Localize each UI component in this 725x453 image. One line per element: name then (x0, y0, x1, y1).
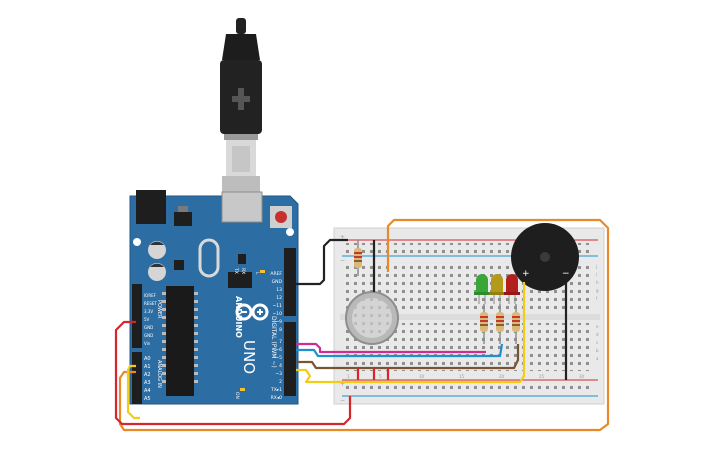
svg-text:j: j (595, 264, 597, 269)
svg-text:AREF: AREF (270, 271, 282, 277)
l-label: L (254, 272, 260, 275)
row-letters: j i h g f e d c b a (595, 264, 599, 361)
svg-text:RESET: RESET (144, 301, 157, 306)
svg-text:f: f (596, 296, 598, 301)
tx-label: TX (233, 267, 239, 274)
wire-gnd-black (296, 238, 348, 286)
rail-plus-top: + (340, 234, 345, 241)
wire-yellow-buzzer (296, 282, 526, 384)
led-red[interactable] (504, 274, 520, 304)
power-label: POWER (156, 300, 162, 319)
digital-pin-labels: AREF GND 13 12 ~11 ~10 ~9 8 7 ~6 ~5 4 ~3… (270, 271, 282, 401)
svg-text:1: 1 (347, 374, 350, 379)
analog-header[interactable] (132, 352, 142, 404)
wire-yellow-a1 (126, 364, 140, 420)
wire-brown (296, 344, 520, 370)
svg-text:3.3V: 3.3V (144, 309, 153, 314)
rail-plus-bottom: + (340, 381, 345, 388)
svg-text:13: 13 (276, 287, 282, 293)
power-header[interactable] (132, 284, 142, 348)
svg-text:~10: ~10 (273, 311, 283, 317)
svg-text:c: c (596, 340, 598, 345)
svg-text:5V: 5V (144, 317, 150, 322)
digital-header-bottom[interactable] (284, 322, 296, 396)
svg-text:7: 7 (279, 339, 282, 345)
svg-text:~5: ~5 (275, 355, 282, 361)
svg-text:~11: ~11 (273, 303, 283, 309)
gas-sensor[interactable] (345, 291, 399, 345)
arduino-uno-board[interactable] (129, 190, 299, 405)
svg-text:b: b (596, 348, 599, 353)
wire-5v-orange (118, 218, 610, 432)
column-numbers: 1 5 10 15 20 25 30 (347, 374, 585, 379)
svg-text:30: 30 (579, 374, 585, 379)
svg-text:5: 5 (379, 374, 382, 379)
on-label: ON (234, 392, 240, 399)
resistor-led-yellow[interactable] (496, 304, 504, 344)
brand-label: ARDUINO (234, 296, 243, 338)
svg-text:GND: GND (144, 325, 153, 330)
led-yellow[interactable] (489, 274, 505, 304)
wire-magenta (296, 342, 486, 354)
piezo-buzzer[interactable] (511, 223, 579, 291)
rx-label: RX (240, 268, 246, 274)
digital-header-top[interactable] (284, 248, 296, 316)
resistor-led-green[interactable] (480, 304, 488, 344)
svg-text:12: 12 (276, 295, 282, 301)
svg-text:25: 25 (539, 374, 545, 379)
svg-text:~9: ~9 (275, 319, 282, 325)
power-pin-labels: IOREF RESET 3.3V 5V GND GND Vin (144, 293, 157, 346)
analog-label: ANALOG IN (156, 360, 162, 388)
svg-text:A5: A5 (144, 396, 151, 402)
led-green[interactable] (474, 274, 490, 304)
svg-text:TX▸1: TX▸1 (270, 387, 282, 393)
svg-text:IOREF: IOREF (144, 293, 157, 298)
usb-cable[interactable] (220, 18, 262, 196)
svg-text:2: 2 (279, 379, 282, 385)
buzzer-plus: + (522, 269, 530, 279)
svg-text:A4: A4 (144, 388, 151, 394)
rail-minus-bottom: − (340, 397, 345, 404)
svg-text:g: g (596, 288, 599, 293)
svg-text:a: a (596, 356, 599, 361)
resistor-sensor[interactable] (354, 240, 362, 276)
svg-text:A2: A2 (144, 372, 151, 378)
svg-text:A1: A1 (144, 364, 151, 370)
svg-text:RX◂0: RX◂0 (271, 395, 282, 401)
digital-label: DIGITAL (PWM ~) (270, 316, 277, 368)
rail-minus-top: − (340, 257, 345, 264)
svg-text:GND: GND (272, 279, 283, 285)
resistor-led-red[interactable] (512, 304, 520, 344)
wire-blue (296, 343, 504, 358)
analog-pin-labels: A0 A1 A2 A3 A4 A5 (144, 356, 151, 402)
arduino-logo (235, 303, 269, 321)
svg-text:h: h (596, 280, 599, 285)
svg-text:~6: ~6 (275, 347, 282, 353)
svg-text:10: 10 (419, 374, 425, 379)
svg-text:~3: ~3 (275, 371, 282, 377)
wire-red (114, 320, 352, 426)
buzzer-minus: − (562, 269, 570, 279)
svg-text:e: e (596, 324, 599, 329)
svg-text:A0: A0 (144, 356, 151, 362)
svg-text:20: 20 (499, 374, 505, 379)
svg-text:d: d (596, 332, 599, 337)
svg-text:GND: GND (144, 333, 153, 338)
svg-text:i: i (596, 272, 597, 277)
svg-text:Vin: Vin (144, 341, 151, 346)
wires[interactable] (114, 218, 610, 432)
svg-text:8: 8 (279, 327, 282, 333)
svg-text:4: 4 (279, 363, 282, 369)
svg-text:A3: A3 (144, 380, 151, 386)
svg-text:15: 15 (459, 374, 465, 379)
model-label: UNO (240, 340, 258, 374)
